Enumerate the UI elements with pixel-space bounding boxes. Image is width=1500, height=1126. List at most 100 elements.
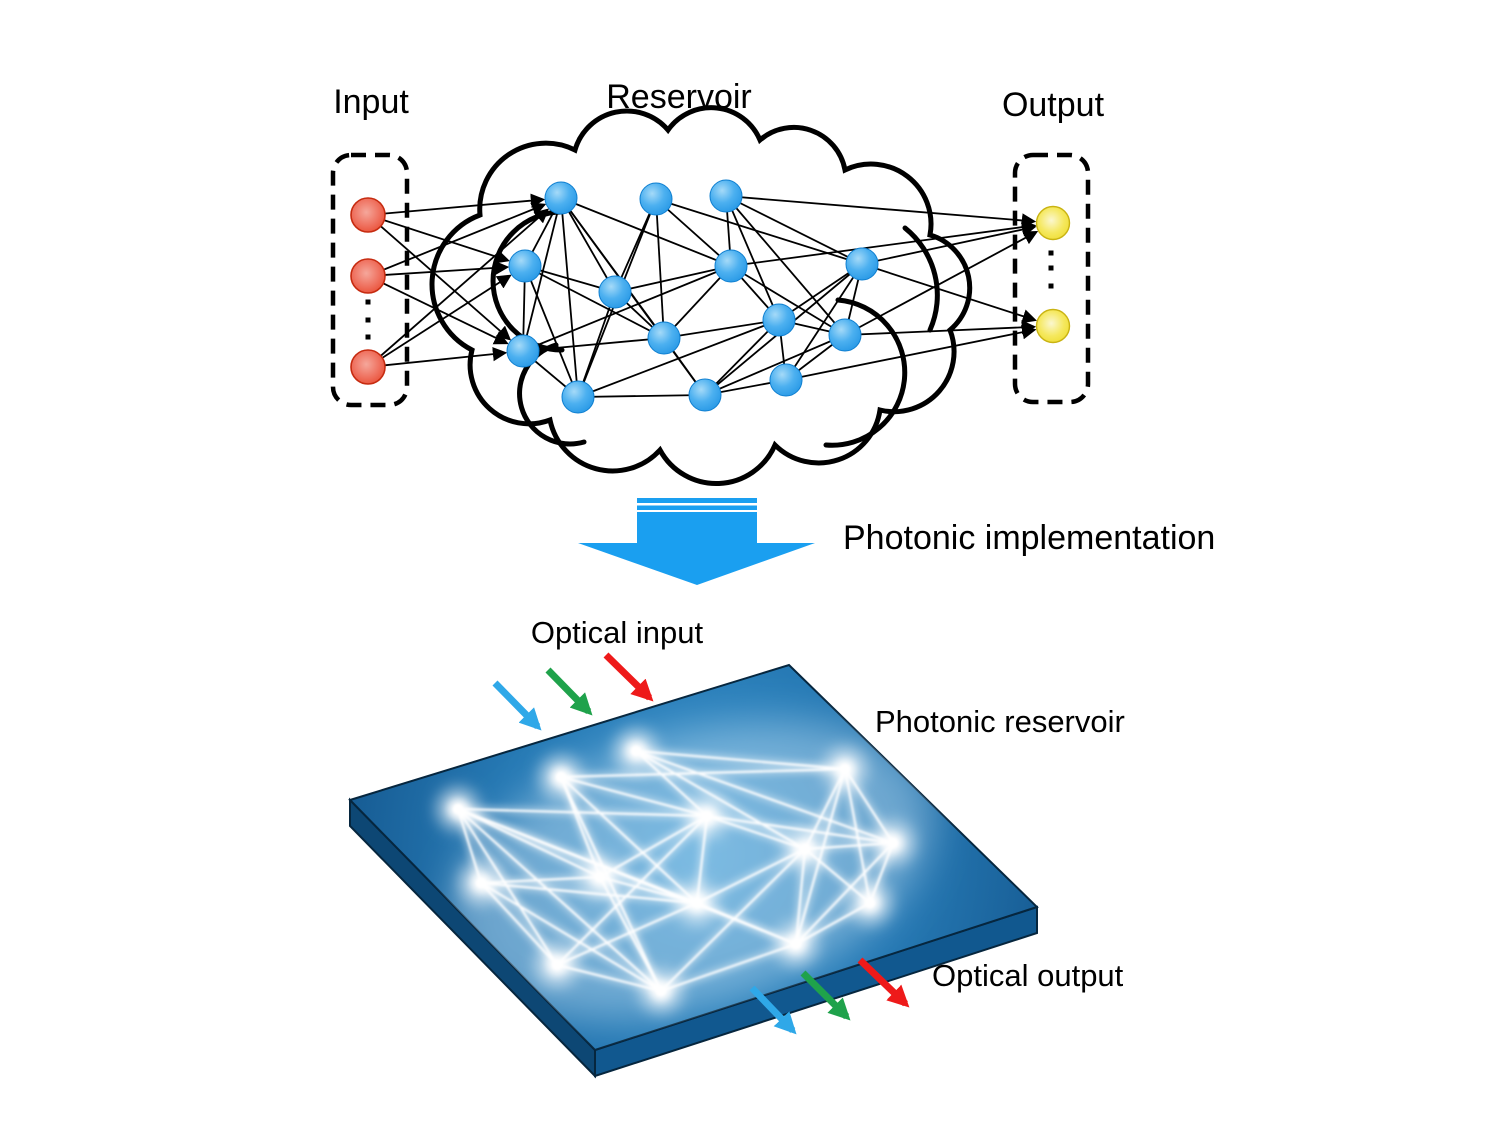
reservoir-neuron-node: [762, 303, 796, 337]
ellipsis-dot: [365, 317, 371, 323]
glow-edge: [560, 776, 662, 992]
glow-edge: [457, 808, 558, 966]
beam-red-in: [603, 652, 654, 702]
glow-edge: [804, 841, 894, 851]
glow-edge: [660, 942, 797, 993]
reservoir-edge: [522, 337, 665, 352]
glow-node-core: [840, 764, 850, 774]
glow-edge: [635, 750, 806, 850]
optical-input-label: Optical input: [531, 615, 704, 650]
weighted-connection-arrow: [730, 219, 1037, 267]
glow-edge: [560, 776, 698, 904]
glow-node-core: [888, 838, 898, 848]
photonic-reservoir-label: Photonic reservoir: [875, 704, 1125, 739]
input-box: [330, 152, 410, 408]
glow-node-core: [453, 804, 463, 814]
chip-glow-network: [437, 721, 933, 1019]
input-output-links: [367, 193, 1039, 381]
weighted-connection-arrow: [367, 202, 547, 277]
glow-edge: [456, 808, 483, 884]
glow-edge: [660, 848, 806, 992]
ellipsis-dot: [1048, 265, 1054, 271]
output-box: [1012, 152, 1091, 405]
glow-edge: [706, 814, 894, 845]
reservoir-edge: [614, 265, 732, 293]
glow-edge: [804, 768, 846, 850]
glow-edge: [706, 814, 806, 851]
reservoir-edge: [655, 198, 665, 339]
glow-edge: [844, 768, 894, 844]
reservoir-cloud: [429, 105, 973, 486]
input-neuron-node: [350, 197, 386, 233]
glow-edge: [795, 902, 871, 945]
reservoir-neuron-node: [647, 321, 681, 355]
glow-edge: [696, 848, 806, 904]
network-nodes: [350, 179, 1071, 414]
glow-node-core: [791, 939, 801, 949]
cloud-outline: [429, 105, 973, 486]
reservoir-neuron-node: [508, 249, 542, 283]
glow-edge: [480, 882, 558, 966]
optical-beams: [492, 652, 910, 1035]
glow-edge: [794, 768, 847, 945]
glow-edge: [556, 815, 708, 966]
reservoir-edge: [560, 197, 732, 267]
reservoir-neuron-node: [688, 378, 722, 412]
glow-edge: [635, 749, 846, 771]
reservoir-edge: [560, 197, 579, 398]
reservoir-edge: [663, 319, 780, 339]
output-label: Output: [1002, 86, 1105, 124]
reservoir-label: Reservoir: [606, 78, 751, 116]
glow-edge: [480, 875, 601, 885]
weighted-connection-arrow: [861, 263, 1037, 324]
glow-edge: [480, 881, 698, 905]
weighted-connection-arrow: [844, 320, 1037, 336]
ellipsis-dot: [1048, 283, 1054, 289]
glow-edge: [635, 749, 894, 845]
glow-node-core: [556, 772, 566, 782]
glow-edge: [599, 876, 662, 992]
weighted-connection-arrow: [367, 193, 546, 216]
weighted-connection-arrow: [367, 214, 512, 341]
reservoir-neuron-node: [598, 275, 632, 309]
cloud-inner-arc: [823, 297, 908, 448]
weighted-connection-arrow: [367, 274, 512, 368]
glow-node-core: [692, 898, 702, 908]
glow-edge: [795, 842, 894, 945]
glow-node-core: [476, 878, 486, 888]
beam-blue-in: [492, 680, 542, 731]
cloud-inner-arc: [902, 225, 940, 333]
reservoir-edge: [730, 265, 846, 336]
glow-edge: [556, 963, 662, 993]
weighted-connection-arrow: [367, 214, 510, 264]
reservoir-neuron-node: [828, 318, 862, 352]
glow-edge: [695, 815, 709, 904]
beam-green-in: [545, 667, 593, 716]
weighted-connection-arrow: [725, 195, 1037, 228]
reservoir-neuron-node: [709, 179, 743, 213]
glow-edge: [599, 815, 708, 878]
reservoir-neuron-node: [845, 247, 879, 281]
glow-edge: [457, 807, 708, 818]
reservoir-edge: [524, 265, 665, 339]
reservoir-edge: [725, 195, 780, 321]
glow-node-core: [552, 960, 562, 970]
reservoir-edge: [522, 265, 732, 352]
reservoir-neuron-node: [639, 182, 673, 216]
reservoir-neuron-node: [561, 380, 595, 414]
weighted-connection-arrow: [367, 346, 508, 368]
ellipsis-dot: [1048, 250, 1054, 256]
weighted-connection-arrow: [861, 222, 1037, 265]
reservoir-edge: [704, 334, 846, 396]
weighted-connection-arrow: [367, 260, 510, 277]
glow-edge: [556, 901, 698, 967]
output-neuron-node: [1035, 308, 1071, 344]
input-neuron-node: [350, 258, 386, 294]
beam-green-out: [800, 970, 851, 1021]
glow-node-core: [656, 986, 666, 996]
reservoir-neuron-node: [769, 363, 803, 397]
beam-blue-out: [749, 985, 797, 1035]
glow-edge: [457, 808, 601, 878]
reservoir-neuron-node: [544, 181, 578, 215]
reservoir-edge: [725, 195, 846, 336]
